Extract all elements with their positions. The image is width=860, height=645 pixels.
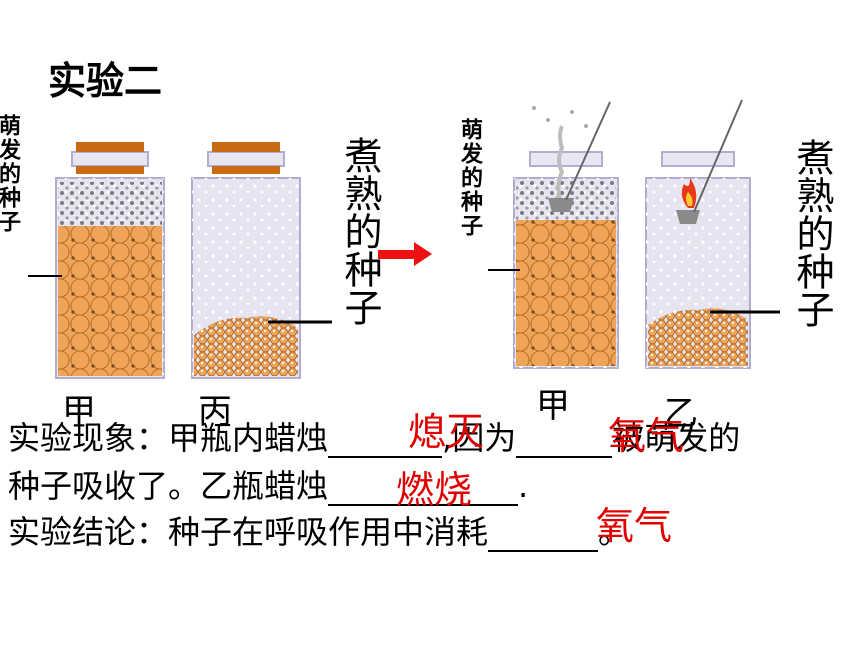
cooked-seeds-label-left: 煮熟的种子 bbox=[338, 136, 382, 326]
line2-text-a: 种子吸收了。乙瓶蜡烛 bbox=[8, 467, 329, 505]
jar-bing-left bbox=[191, 142, 301, 379]
line1-text-a: 实验现象：甲瓶内蜡烛 bbox=[8, 419, 329, 457]
blank-2 bbox=[516, 422, 613, 458]
sprouted-seeds-label-left: 萌发的种子 bbox=[0, 114, 21, 234]
blank-4 bbox=[488, 516, 599, 552]
phenomenon-line-1: 实验现象：甲瓶内蜡烛 ,因为 被萌发的 bbox=[8, 418, 740, 458]
answer-extinguish: 熄灭 bbox=[408, 410, 485, 454]
transition-arrow bbox=[378, 242, 432, 266]
jar-label-yi-right: 乙 bbox=[664, 394, 698, 434]
blank-1 bbox=[328, 422, 443, 458]
answer-oxygen-1: 氧气 bbox=[608, 414, 685, 458]
blank-3 bbox=[328, 470, 519, 506]
jar-yi-right bbox=[645, 99, 751, 369]
line2-text-b: . bbox=[518, 467, 529, 505]
line1-text-c: 被萌发的 bbox=[612, 419, 741, 457]
line3-text-a: 实验结论：种子在呼吸作用中消耗 bbox=[8, 513, 489, 551]
jar-label-jia-left: 甲 bbox=[62, 392, 96, 432]
line3-text-b: 。 bbox=[598, 513, 631, 551]
conclusion-line: 实验结论：种子在呼吸作用中消耗 。 bbox=[8, 512, 630, 552]
line1-text-b: ,因为 bbox=[442, 419, 517, 457]
phenomenon-line-2: 种子吸收了。乙瓶蜡烛. bbox=[8, 466, 528, 506]
answer-oxygen-2: 氧气 bbox=[596, 504, 673, 548]
experiment-illustration bbox=[28, 99, 780, 379]
jar-label-bing-left: 丙 bbox=[198, 392, 232, 432]
jar-jia-right bbox=[513, 101, 619, 369]
jar-label-jia-right: 甲 bbox=[536, 386, 570, 426]
answer-burn: 燃烧 bbox=[396, 468, 473, 512]
sprouted-seeds-label-right: 萌发的种子 bbox=[457, 118, 483, 238]
experiment-title: 实验二 bbox=[48, 59, 163, 103]
jar-jia-left bbox=[55, 142, 165, 379]
cooked-seeds-label-right: 煮熟的种子 bbox=[790, 138, 834, 328]
